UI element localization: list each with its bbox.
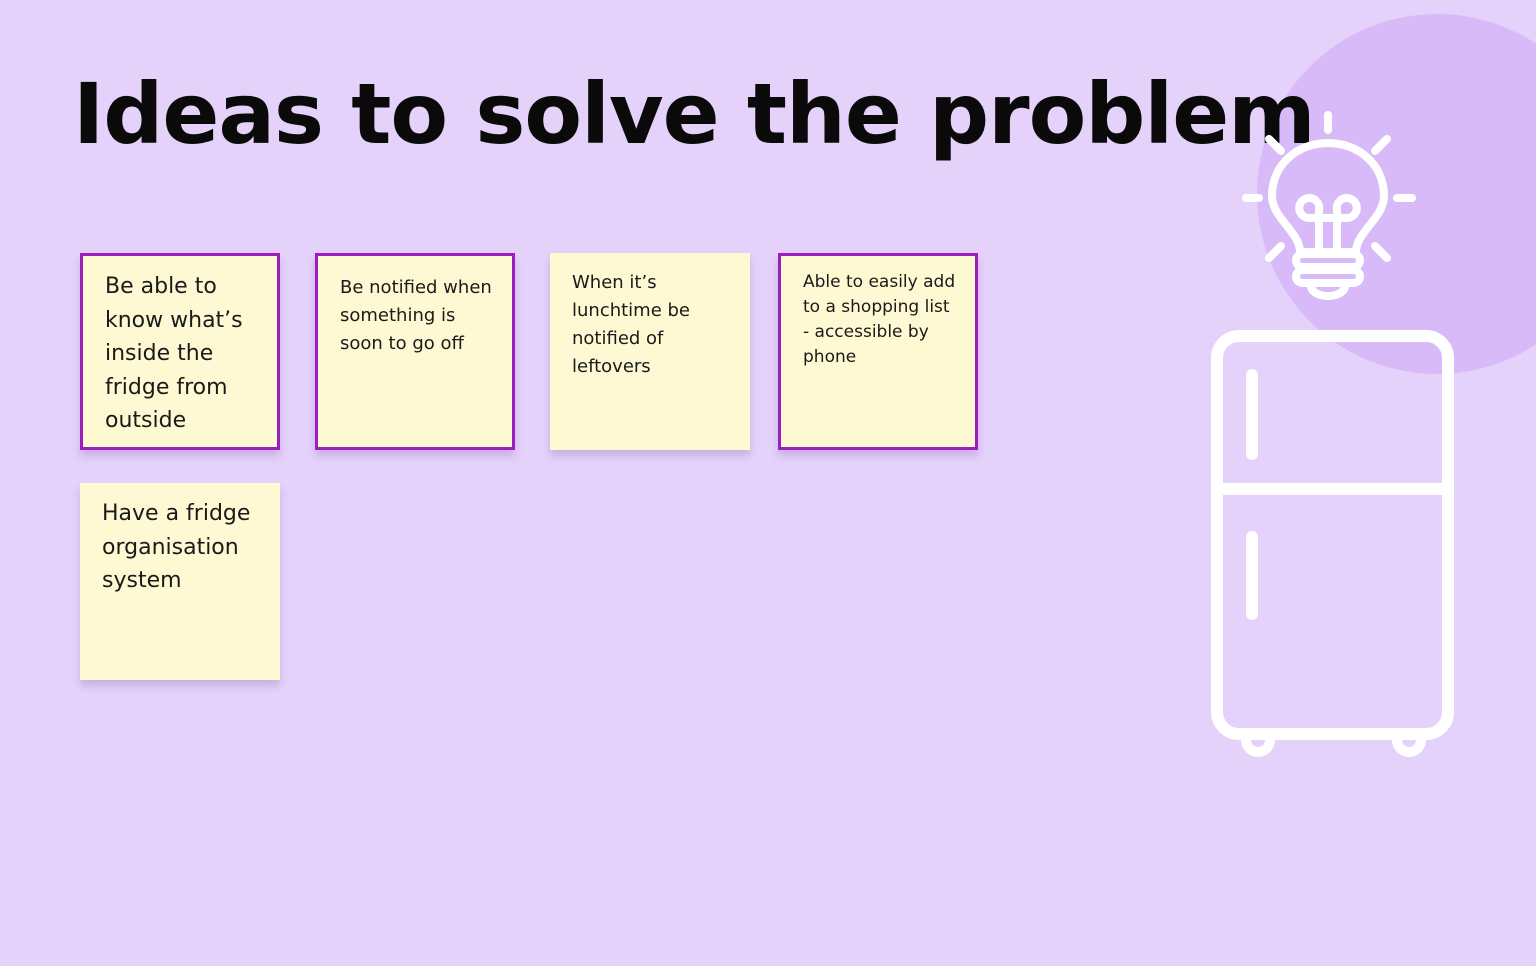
sticky-note-text: Be notified when something is soon to go… — [340, 277, 492, 354]
sticky-note-organisation-system[interactable]: Have a fridge organisation system — [80, 483, 280, 680]
page-title[interactable]: Ideas to solve the problem — [73, 65, 1316, 163]
sticky-note-text: When it’s lunchtime be notified of lefto… — [572, 272, 691, 377]
sticky-note-lunchtime-leftovers[interactable]: When it’s lunchtime be notified of lefto… — [550, 253, 750, 450]
sticky-note-text: Have a fridge organisation system — [102, 501, 251, 593]
sticky-note-text: Be able to know what’s inside the fridge… — [105, 274, 243, 433]
sticky-note-know-inside-fridge[interactable]: Be able to know what’s inside the fridge… — [80, 253, 280, 450]
decorative-circle — [1257, 14, 1536, 374]
sticky-note-shopping-list[interactable]: Able to easily add to a shopping list - … — [778, 253, 978, 450]
fridge-icon — [1211, 330, 1454, 757]
sticky-note-notified-go-off[interactable]: Be notified when something is soon to go… — [315, 253, 515, 450]
lightbulb-icon — [1242, 111, 1416, 300]
sticky-note-text: Able to easily add to a shopping list - … — [803, 272, 956, 367]
